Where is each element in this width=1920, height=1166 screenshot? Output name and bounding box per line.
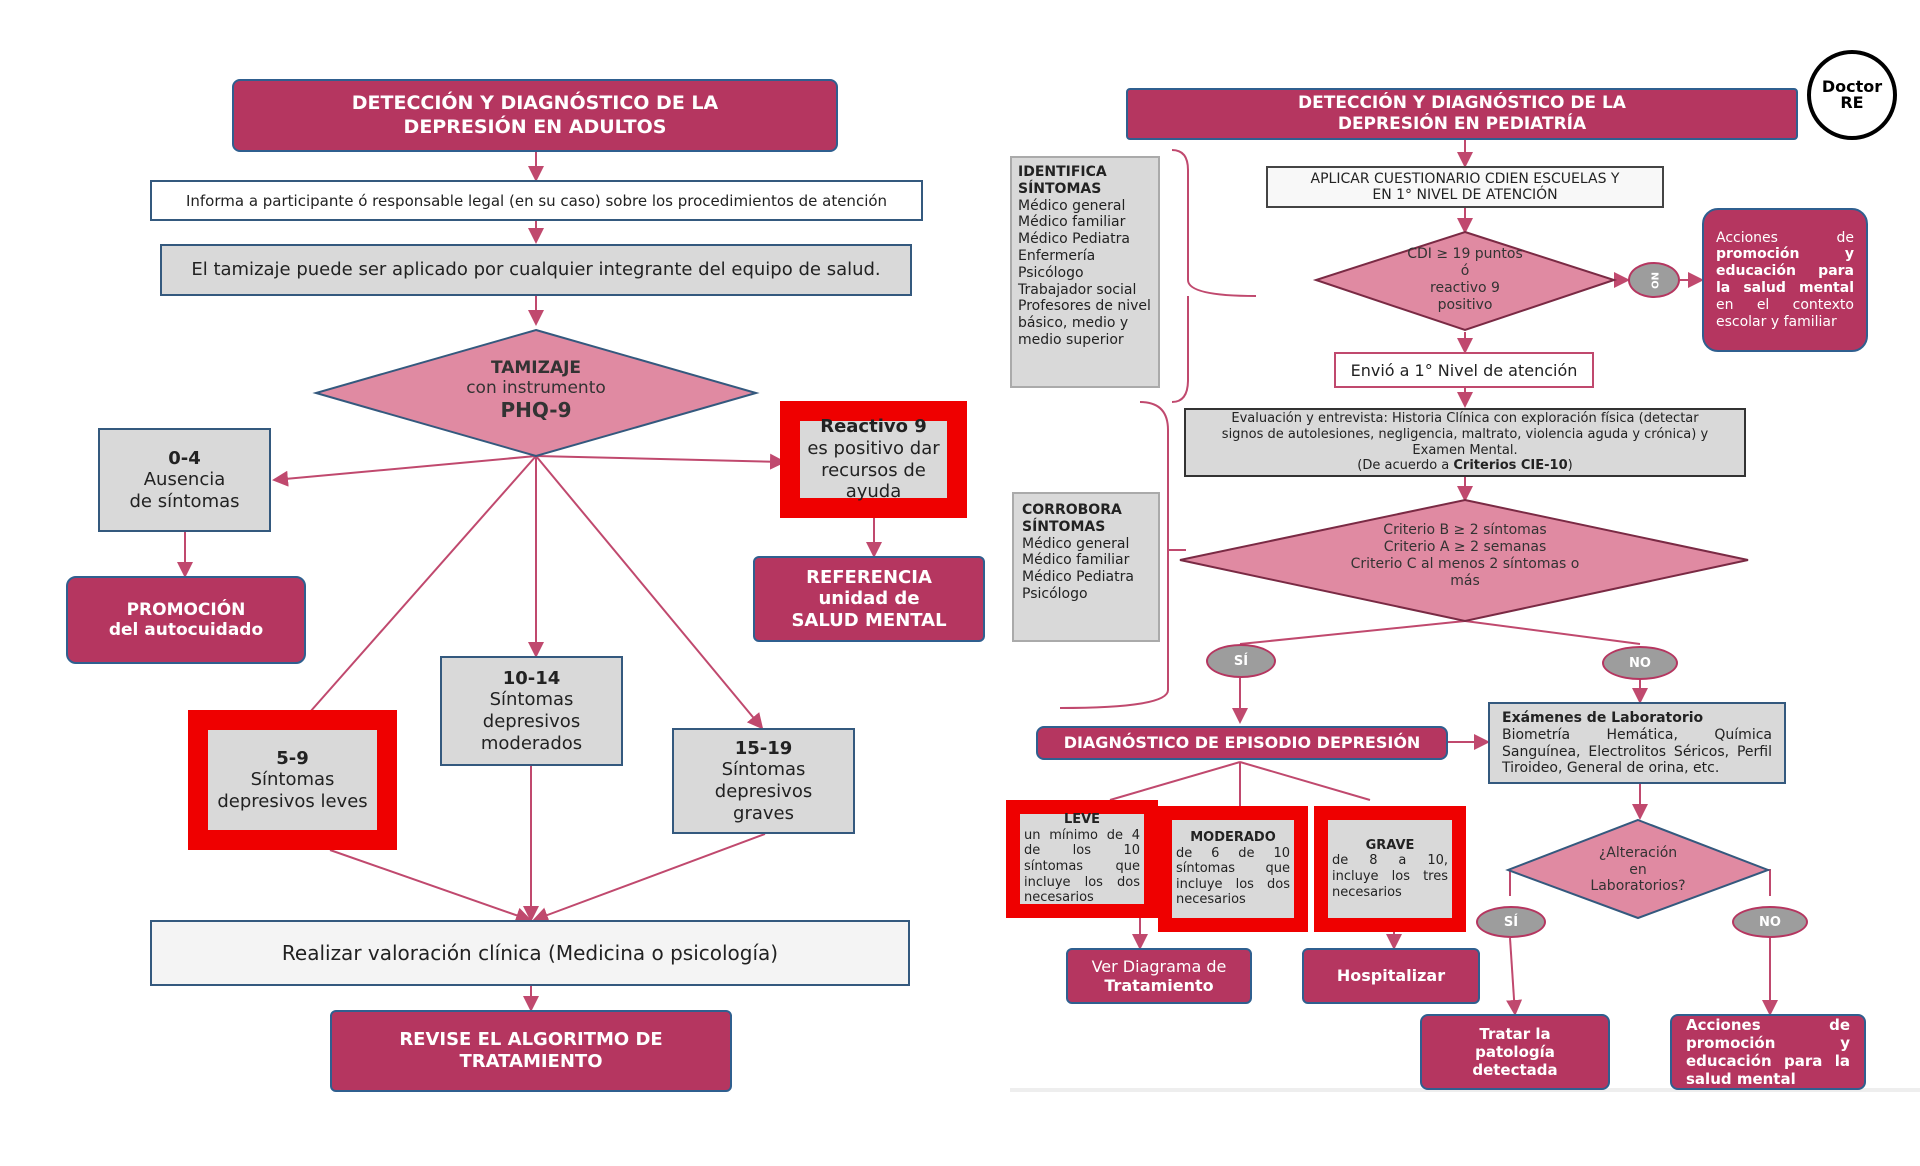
- no-pill-labs: NO: [1732, 906, 1808, 938]
- school-promotion-box: Acciones de promoción y educación para l…: [1702, 208, 1868, 352]
- send-first-level-box: Envió a 1° Nivel de atención: [1334, 352, 1594, 388]
- treat-pathology-box: Tratar la patología detectada: [1420, 1014, 1610, 1090]
- identify-symptoms-box: IDENTIFICA SÍNTOMAS Médico general Médic…: [1010, 156, 1160, 388]
- no-pill-criteria: NO: [1602, 646, 1678, 680]
- inform-box: Informa a participante ó responsable leg…: [150, 180, 923, 221]
- no-pill-cdi: NO: [1628, 262, 1680, 298]
- lab-exams-box: Exámenes de Laboratorio Biometría Hemáti…: [1488, 702, 1786, 784]
- hospitalize-box: Hospitalizar: [1302, 948, 1480, 1004]
- lab-alteration-diamond: [1505, 818, 1771, 920]
- tamizaje-diamond: [312, 328, 760, 458]
- screening-note-box: El tamizaje puede ser aplicado por cualq…: [160, 244, 912, 296]
- yes-pill-criteria: SÍ: [1206, 644, 1276, 678]
- criteria-diamond: [1179, 498, 1749, 623]
- corroborate-symptoms-box: CORROBORA SÍNTOMAS Médico general Médico…: [1012, 492, 1160, 642]
- evaluation-box: Evaluación y entrevista: Historia Clínic…: [1184, 408, 1746, 477]
- tamizaje-label: TAMIZAJE con instrumento PHQ-9: [466, 357, 606, 423]
- clinical-assessment-box: Realizar valoración clínica (Medicina o …: [150, 920, 910, 986]
- cdi-diamond: [1312, 230, 1618, 332]
- yes-pill-labs: SÍ: [1476, 906, 1546, 938]
- mental-health-promotion-box: Acciones de promoción y educación para l…: [1670, 1014, 1866, 1090]
- diagnosis-box: DIAGNÓSTICO DE EPISODIO DEPRESIÓN: [1036, 726, 1448, 760]
